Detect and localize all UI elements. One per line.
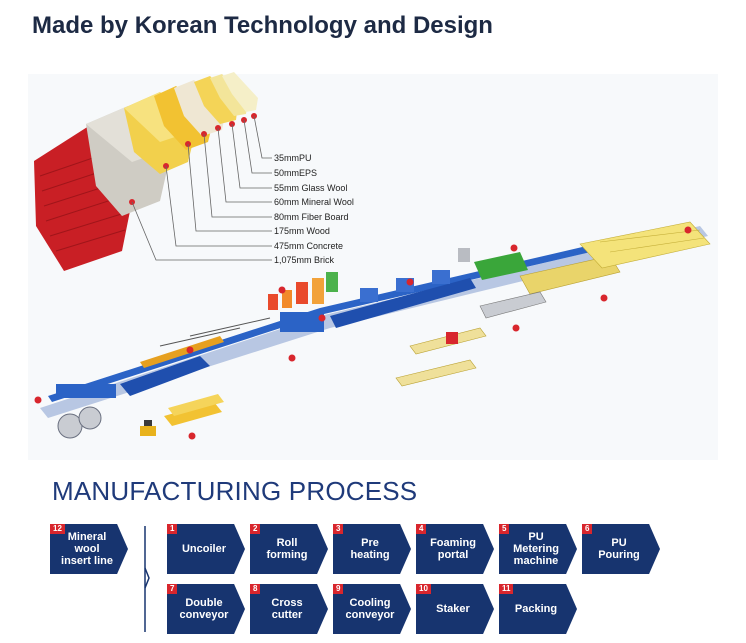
layer-label-glass-wool: 55mm Glass Wool <box>274 183 347 193</box>
step-mineral-wool-insert-line: 12 Mineral wool insert line <box>50 524 128 574</box>
step-number: 5 <box>499 524 510 534</box>
step-roll-forming: 2 Roll forming <box>250 524 328 574</box>
step-number: 3 <box>333 524 344 534</box>
step-label: Mineral wool insert line <box>61 531 113 567</box>
step-label: Packing <box>514 603 558 615</box>
layer-label-wood: 175mm Wood <box>274 226 330 236</box>
step-pu-pouring: 6 PU Pouring <box>582 524 660 574</box>
step-number: 6 <box>582 524 593 534</box>
layer-label-fiber-board: 80mm Fiber Board <box>274 212 349 222</box>
step-staker: 10 Staker <box>416 584 494 634</box>
layer-label-brick: 1,075mm Brick <box>274 255 335 265</box>
step-number: 12 <box>50 524 65 534</box>
pallet-stack-icon <box>164 394 224 426</box>
step-label: PU Metering machine <box>513 531 559 567</box>
production-line-diagram: 35mmPU 50mmEPS 55mm Glass Wool 60mm Mine… <box>28 72 718 460</box>
pu-metering-machine-icon <box>268 272 338 332</box>
step-number: 9 <box>333 584 344 594</box>
manufacturing-process-title: MANUFACTURING PROCESS <box>52 476 418 506</box>
wall-thickness-comparison <box>34 72 272 271</box>
step-label: Pre heating <box>350 537 390 561</box>
step-number: 2 <box>250 524 261 534</box>
step-number: 11 <box>499 584 514 594</box>
step-packing: 11 Packing <box>499 584 577 634</box>
mineral-wool-insert-line-icon <box>395 327 487 387</box>
step-number: 1 <box>167 524 178 534</box>
uncoiler-machine-icon <box>56 384 116 439</box>
fiber-board-layer-icon <box>154 86 214 150</box>
eps-layer-icon <box>210 74 248 116</box>
forklift-icon <box>140 420 156 436</box>
glass-wool-layer-icon <box>194 76 238 124</box>
layer-leader-lines <box>131 115 272 261</box>
layer-label-concrete: 475mm Concrete <box>274 241 343 251</box>
production-line-illustration <box>34 221 711 440</box>
layer-label-mineral-wool: 60mm Mineral Wool <box>274 197 354 207</box>
step-label: Roll forming <box>266 537 308 561</box>
panel-storage-icon <box>579 221 711 269</box>
cooling-conveyor-icon <box>479 255 621 319</box>
layer-label-eps: 50mmEPS <box>274 168 317 178</box>
step-number: 7 <box>167 584 178 594</box>
step-label: Staker <box>436 603 470 615</box>
step-label: Uncoiler <box>181 543 226 555</box>
step-cross-cutter: 8 Cross cutter <box>250 584 328 634</box>
pu-layer-icon <box>222 72 258 112</box>
step-double-conveyor: 7 Double conveyor <box>167 584 245 634</box>
step-number: 4 <box>416 524 427 534</box>
layer-label-pu: 35mmPU <box>274 153 312 163</box>
step-label: Foaming portal <box>430 537 476 561</box>
step-number: 10 <box>416 584 431 594</box>
step-pre-heating: 3 Pre heating <box>333 524 411 574</box>
step-label: Cross cutter <box>271 597 303 621</box>
step-uncoiler: 1 Uncoiler <box>167 524 245 574</box>
step-pu-metering-machine: 5 PU Metering machine <box>499 524 577 574</box>
step-foaming-portal: 4 Foaming portal <box>416 524 494 574</box>
step-marker-dots <box>34 226 692 440</box>
roll-forming-machine-icon <box>120 317 271 396</box>
page-title: Made by Korean Technology and Design <box>32 12 493 39</box>
layer-labels: 35mmPU 50mmEPS 55mm Glass Wool 60mm Mine… <box>274 153 354 265</box>
process-bracket <box>144 526 150 632</box>
cross-cutter-icon <box>458 248 528 280</box>
step-label: PU Pouring <box>598 537 640 561</box>
step-number: 8 <box>250 584 261 594</box>
mineral-wool-layer-icon <box>174 80 226 136</box>
step-label: Double conveyor <box>179 597 229 621</box>
step-cooling-conveyor: 9 Cooling conveyor <box>333 584 411 634</box>
step-label: Cooling conveyor <box>345 597 395 621</box>
